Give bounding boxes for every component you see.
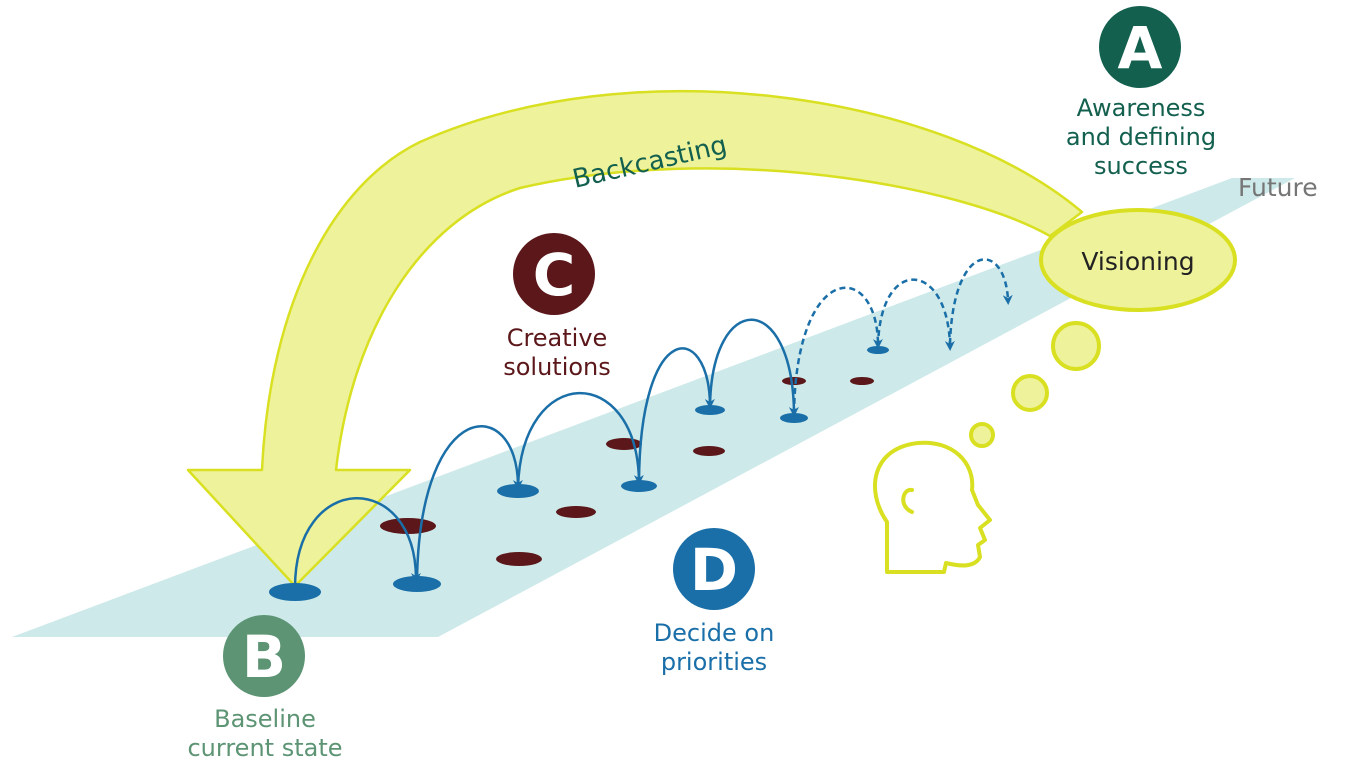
step-a-letter: A bbox=[1118, 14, 1163, 82]
step-hole bbox=[695, 405, 725, 415]
step-a-label-line1: Awareness bbox=[1077, 94, 1206, 122]
step-hole bbox=[393, 576, 441, 592]
option-hole bbox=[556, 506, 596, 518]
step-b-label-line2: current state bbox=[187, 734, 342, 761]
step-hole bbox=[497, 484, 539, 498]
thought-bubble-medium bbox=[1011, 374, 1049, 412]
future-hop-arcs bbox=[792, 258, 1013, 415]
step-hole bbox=[269, 583, 321, 601]
step-a-label-line2: and defining bbox=[1066, 123, 1216, 151]
step-hole bbox=[621, 480, 657, 492]
future-label: Future bbox=[1238, 173, 1318, 202]
hop-arc bbox=[293, 497, 421, 589]
step-holes bbox=[269, 346, 889, 601]
step-d: D Decide on priorities bbox=[654, 528, 775, 676]
future-hop-arc bbox=[792, 286, 883, 415]
step-b: B Baseline current state bbox=[187, 615, 343, 761]
head-profile-icon bbox=[873, 440, 992, 574]
hop-arc bbox=[516, 391, 644, 488]
step-b-badge bbox=[223, 615, 305, 697]
step-d-label-line1: Decide on bbox=[654, 619, 775, 647]
step-a-badge bbox=[1099, 6, 1181, 88]
visioning-label: Visioning bbox=[1081, 247, 1194, 276]
option-hole bbox=[850, 377, 874, 385]
hop-arc bbox=[708, 318, 799, 417]
step-c: C Creative solutions bbox=[503, 233, 611, 381]
step-b-letter: B bbox=[242, 623, 286, 691]
thought-bubble-small bbox=[969, 422, 995, 448]
step-c-letter: C bbox=[533, 241, 576, 309]
step-b-label-line1: Baseline bbox=[214, 705, 316, 733]
hop-arc bbox=[637, 347, 715, 483]
step-c-label-line2: solutions bbox=[503, 353, 611, 381]
step-c-badge bbox=[513, 233, 595, 315]
option-hole bbox=[782, 377, 806, 385]
step-c-label-line1: Creative bbox=[507, 324, 608, 352]
option-hole bbox=[496, 552, 542, 566]
thought-bubble-large bbox=[1051, 321, 1101, 371]
future-hop-arc bbox=[948, 258, 1013, 345]
visioning-bubble bbox=[1039, 208, 1237, 312]
step-a-label-line3: success bbox=[1094, 152, 1188, 180]
future-hop-arc bbox=[876, 278, 955, 351]
step-hole bbox=[780, 413, 808, 423]
step-d-label-line2: priorities bbox=[661, 648, 767, 676]
step-d-badge bbox=[673, 528, 755, 610]
option-hole bbox=[380, 518, 436, 534]
hop-arc bbox=[415, 425, 523, 581]
step-hole bbox=[867, 346, 889, 354]
option-holes bbox=[380, 377, 874, 566]
option-hole bbox=[693, 446, 725, 456]
step-d-letter: D bbox=[690, 536, 738, 604]
backcasting-arrow bbox=[186, 90, 1084, 588]
step-a: A Awareness and defining success bbox=[1066, 6, 1216, 180]
option-hole bbox=[606, 438, 642, 450]
hop-arcs bbox=[293, 318, 799, 589]
